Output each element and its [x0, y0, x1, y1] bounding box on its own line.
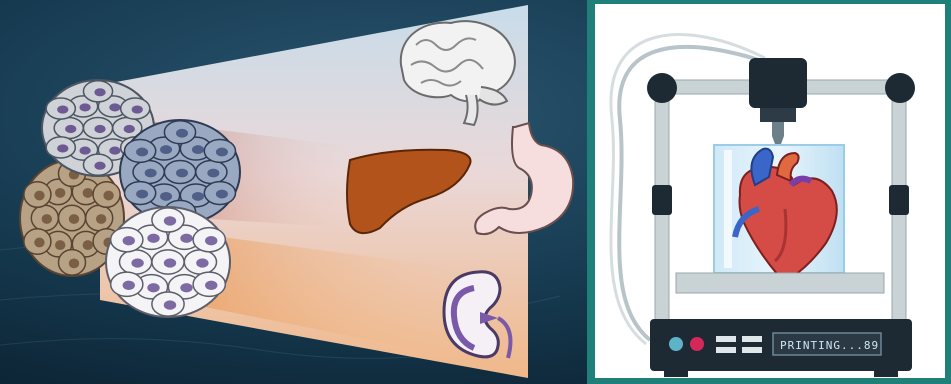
printer-base: PRINTING...89 [650, 319, 912, 377]
right-panel: PRINTING...89 [587, 0, 951, 384]
printer-display-text: PRINTING...89 [780, 339, 879, 352]
white-cell-cluster-icon [106, 207, 230, 317]
build-plate [676, 273, 884, 293]
power-light-icon [669, 337, 683, 351]
status-light [690, 337, 704, 351]
